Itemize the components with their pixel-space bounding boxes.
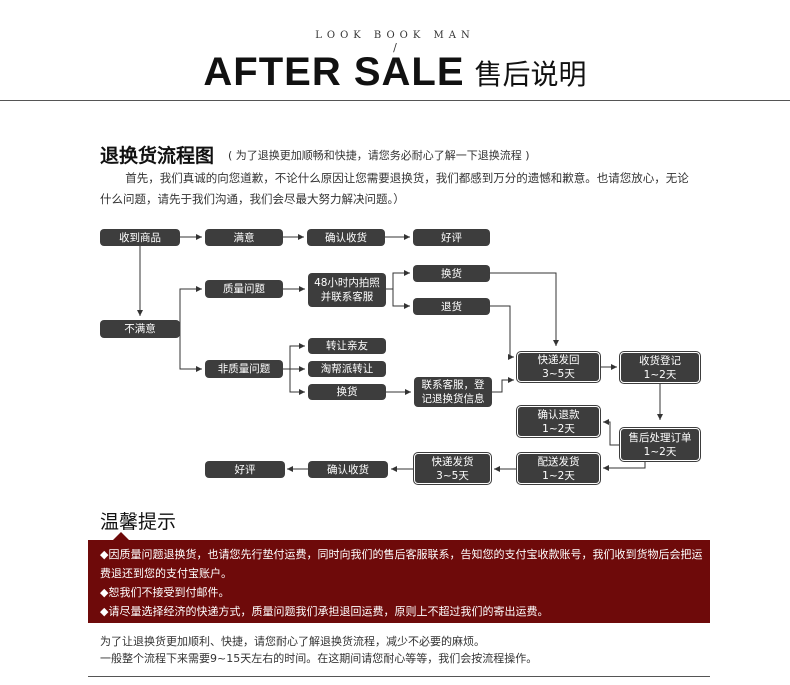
node-confirm-refund: 确认退款 1~2天	[516, 405, 601, 438]
node-confirm-receipt-top: 确认收货	[307, 229, 385, 246]
node-express-deliver: 快递发货 3~5天	[413, 452, 492, 485]
page-title-cn: 售后说明	[474, 57, 587, 91]
node-confirm-receipt-bottom: 确认收货	[308, 461, 388, 478]
node-unsatisfied: 不满意	[100, 320, 180, 338]
node-non-quality-issue: 非质量问题	[205, 360, 283, 378]
section-title: 退换货流程图	[100, 145, 215, 167]
tips-line-3: ◆请尽量选择经济的快递方式，质量问题我们承担退回运费，原则上不超过我们的寄出运费…	[100, 605, 549, 618]
brand-tagline: LOOK BOOK MAN	[315, 30, 475, 41]
node-photo-contact: 48小时内拍照 并联系客服	[308, 273, 386, 307]
node-contact-register: 联系客服，登 记退换货信息	[414, 377, 492, 407]
node-good-review-top: 好评	[413, 229, 490, 246]
page-title-en: AFTER SALE	[203, 50, 465, 94]
intro-paragraph: 首先，我们真诚的向您道歉，不论什么原因让您需要退换货，我们都感到万分的遗憾和歉意…	[100, 171, 689, 206]
node-receipt-register: 收货登记 1~2天	[619, 351, 701, 384]
node-exchange-top: 换货	[413, 265, 490, 282]
tips-notch	[112, 532, 130, 541]
node-exchange-mid: 换货	[308, 384, 386, 400]
node-transfer-friend: 转让亲友	[308, 338, 386, 354]
footer-line-2: 一般整个流程下来需要9~15天左右的时间。在这期间请您耐心等等，我们会按流程操作…	[100, 652, 538, 665]
header-divider	[0, 100, 790, 101]
page-title: AFTER SALE 售后说明	[0, 50, 790, 95]
tips-panel	[88, 540, 710, 623]
section-note: ( 为了退换更加顺畅和快捷，请您务必耐心了解一下退换流程 )	[228, 149, 530, 162]
node-good-review-bottom: 好评	[205, 461, 285, 478]
tips-text: ◆因质量问题退换货，也请您先行垫付运费，同时向我们的售后客服联系，告知您的支付宝…	[100, 545, 704, 621]
footer-line-1: 为了让退换货更加顺利、快捷，请您耐心了解退换货流程，减少不必要的麻烦。	[100, 635, 485, 648]
node-received: 收到商品	[100, 229, 180, 246]
tips-title: 温馨提示	[100, 511, 177, 533]
node-quality-issue: 质量问题	[205, 280, 283, 298]
node-satisfied: 满意	[205, 229, 283, 246]
node-express-ship: 快递发回 3~5天	[516, 351, 601, 383]
footer-text: 为了让退换货更加顺利、快捷，请您耐心了解退换货流程，减少不必要的麻烦。 一般整个…	[100, 633, 720, 667]
node-after-sale-order: 售后处理订单 1~2天	[619, 427, 701, 462]
tagline-slash: /	[393, 41, 397, 54]
tips-line-2: ◆恕我们不接受到付邮件。	[100, 586, 230, 599]
footer-divider	[88, 676, 710, 677]
node-dispatch: 配送发货 1~2天	[516, 452, 601, 485]
tips-line-1: ◆因质量问题退换货，也请您先行垫付运费，同时向我们的售后客服联系，告知您的支付宝…	[100, 548, 703, 580]
node-return: 退货	[413, 298, 490, 315]
node-taobao-resell: 淘帮派转让	[308, 361, 386, 377]
